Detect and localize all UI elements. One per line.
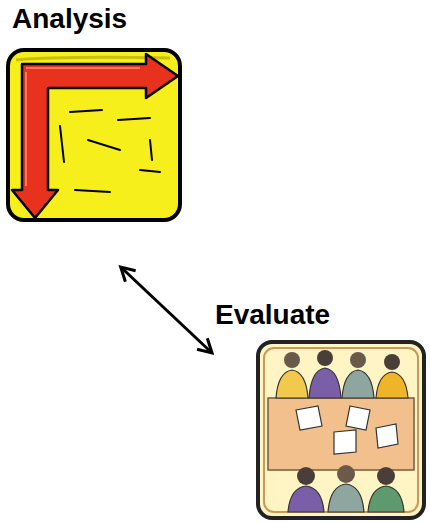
evaluate-icon: [258, 342, 424, 518]
node-heading: Analysis: [12, 2, 127, 36]
icon-node: Analysis: [5, 0, 183, 222]
analysis-icon: [8, 50, 180, 220]
double-arrow: [121, 267, 212, 353]
node-heading: Evaluate: [215, 298, 330, 332]
icon-node: Evaluate: [210, 296, 426, 520]
